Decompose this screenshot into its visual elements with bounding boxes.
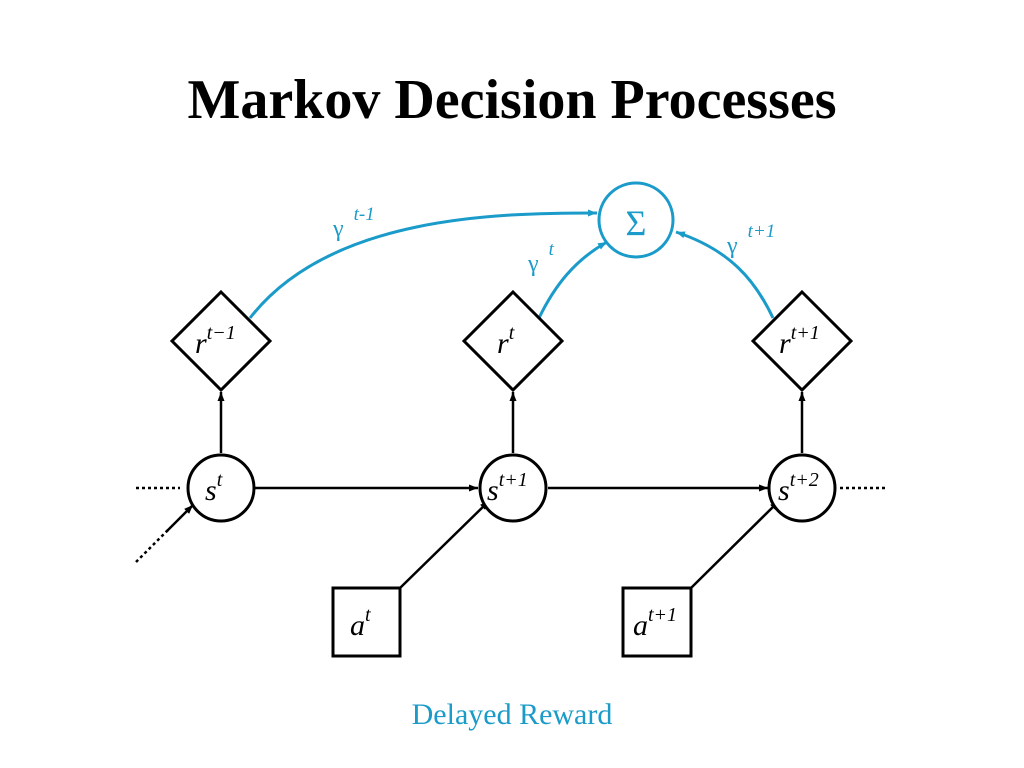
- sum-symbol: Σ: [626, 203, 647, 243]
- arrow-a-t-to-s-t1: [399, 500, 490, 589]
- action-node-t: [331, 586, 402, 658]
- action-sup: t+1: [648, 604, 677, 626]
- state-node-t1: [478, 453, 548, 523]
- state-node-t: [186, 453, 256, 523]
- reward-label-t: rt: [497, 322, 515, 360]
- action-base: a: [350, 609, 365, 642]
- action-dots-left: [135, 529, 169, 563]
- state-label-t2: st+2: [778, 469, 819, 507]
- reward-label-t1: rt+1: [779, 322, 820, 360]
- reward-node-t1: [750, 289, 854, 393]
- state-label-t1: st+1: [487, 469, 528, 507]
- action-base: a: [633, 609, 648, 642]
- reward-node-t: [461, 289, 565, 393]
- discount-sup: t+1: [748, 221, 776, 242]
- discount-base: γ: [527, 251, 539, 277]
- action-label-t1: at+1: [633, 604, 677, 642]
- arrow-r-t-to-sum: [537, 240, 608, 319]
- reward-base: r: [497, 327, 509, 360]
- state-base: s: [487, 474, 499, 507]
- reward-base: r: [195, 327, 207, 360]
- state-label-t: st: [205, 469, 223, 507]
- action-sup: t: [365, 604, 371, 626]
- state-base: s: [205, 474, 217, 507]
- discount-label-t-1: γ t-1: [332, 204, 375, 242]
- reward-base: r: [779, 327, 791, 360]
- discount-sup: t: [549, 239, 555, 260]
- state-sup: t+2: [790, 469, 819, 491]
- reward-node-t-1: [169, 289, 273, 393]
- state-sup: t+1: [499, 469, 528, 491]
- arrow-prev-action-to-s-t: [165, 504, 194, 533]
- sum-node: [597, 181, 675, 259]
- reward-sup: t+1: [791, 322, 820, 344]
- discount-sup: t-1: [354, 204, 375, 225]
- arrow-r-t-1-to-sum: [248, 209, 598, 319]
- state-sup: t: [217, 469, 223, 491]
- discount-base: γ: [726, 233, 738, 259]
- state-base: s: [778, 474, 790, 507]
- slide-title: Markov Decision Processes: [187, 69, 837, 131]
- state-node-t2: [767, 453, 837, 523]
- reward-sup: t−1: [207, 322, 236, 344]
- reward-label-t-1: rt−1: [195, 322, 236, 360]
- discount-label-t1: γ t+1: [726, 221, 775, 259]
- discount-label-t: γt: [527, 239, 555, 277]
- slide-caption: Delayed Reward: [411, 698, 613, 731]
- arrow-r-t1-to-sum: [675, 230, 775, 319]
- reward-sup: t: [509, 322, 515, 344]
- discount-base: γ: [332, 216, 344, 242]
- arrow-a-t1-to-s-t2: [690, 500, 780, 589]
- action-node-t1: [621, 586, 693, 658]
- action-label-t: at: [350, 604, 371, 642]
